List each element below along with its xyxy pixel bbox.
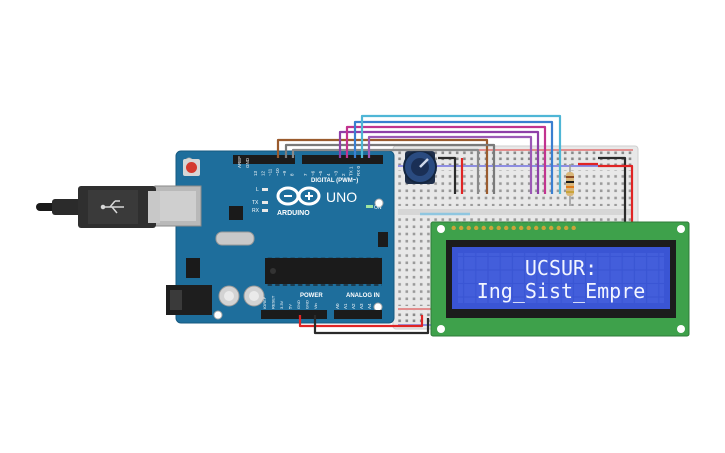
wire-gnd [313,315,430,335]
digitalPin-pin-label: ~9 [282,170,287,176]
digitalPin-pin-label: TX 1 [349,166,354,176]
digitalPin-pin-label: RX 0 [356,165,361,176]
digitalPin-pin-label: 8 [290,173,295,176]
wire-purple [338,130,540,194]
icsp-header [378,232,388,247]
atmega-microcontroller [265,254,382,288]
digitalPin-pin-label: ~3 [333,170,338,176]
lcd-pin-header [451,222,579,230]
wire-cyan [360,114,562,194]
l-led-label: L [256,187,259,193]
analog-header [334,310,382,319]
powerPin-pin-label: GND [305,300,310,309]
analog-section-label: ANALOG IN [346,293,380,299]
wire-magenta [345,125,547,194]
wire-right-vcc [598,164,634,222]
usb-interface-chip [229,206,243,220]
analogPin-pin-label: A5 [375,303,380,309]
digitalPin-pin-label: 2 [341,173,346,176]
digitalPin-pin-label: 13 [253,170,258,176]
analogPin-pin-label: A3 [359,303,364,309]
wire-violet [367,135,533,194]
arduino-model-label: UNO [326,189,357,205]
aref-pin-label: AREF [237,156,242,168]
power-header [261,310,327,319]
power-jack [166,285,212,315]
breadboard-terminal-strip-top [398,170,633,206]
top-power-rail [398,151,633,165]
wire-gray-2 [291,148,480,194]
powerPin-pin-label: IOREF [262,296,267,309]
digitalPin-pin-label: ~10 [275,168,280,176]
powerPin-pin-label: Vin [313,303,318,309]
wires [276,114,634,335]
analogPin-pin-label: A4 [367,303,372,309]
gnd-pin-label: GND [245,157,250,168]
wire-pot-gnd [438,156,457,194]
analogPin-pin-label: A1 [343,303,348,309]
powerPin-pin-label: 3.3V [279,300,284,309]
rx-led-label: RX [252,208,260,214]
digitalPin-pin-label: 7 [303,173,308,176]
lcd-line-1: UCSUR: [525,256,597,280]
usb-port [154,185,202,227]
usb-cable-icon [36,186,160,228]
lcd-module: UCSUR: Ing_Sist_Empre [430,221,690,337]
capacitors [218,285,265,307]
resistor-icon [566,164,574,206]
powerPin-pin-label: GND [296,300,301,309]
digitalPin-pin-label: 12 [260,170,265,176]
wire-5v [298,315,424,328]
wire-right-gnd [598,156,627,222]
power-section-label: POWER [300,293,323,299]
powerPin-pin-label: 5V [288,304,293,309]
breadboard-center-channel [398,209,633,215]
powerPin-pin-label: RESET [271,295,276,309]
wire-blue [353,120,554,194]
digitalPin-pin-label: 4 [326,173,331,176]
arduino-brand-label: ARDUINO [277,210,310,217]
tx-led-label: TX [252,200,259,206]
analogPin-pin-label: A2 [351,303,356,309]
digital-section-label: DIGITAL (PWM~) [311,178,358,184]
analogPin-pin-label: A0 [335,303,340,309]
wire-brown [276,138,489,194]
voltage-regulator [186,258,200,278]
reset-button[interactable] [183,159,200,176]
digitalPin-pin-label: ~6 [311,170,316,176]
digitalPin-pin-label: ~11 [268,168,273,176]
arduino-infinity-logo-icon [276,186,321,206]
potentiometer-icon[interactable] [403,150,437,184]
wire-gray-1 [284,143,496,194]
lcd-line-2: Ing_Sist_Empre [477,279,646,303]
arduino-uno-board: ARDUINO UNO DIGITAL (PWM~) POWER ANALOG … [154,150,395,324]
on-led-label: ON [374,205,382,211]
crystal-oscillator [215,231,255,246]
status-leds [262,188,373,212]
digital-header-right [302,155,383,164]
digitalPin-pin-label: ~5 [318,170,323,176]
